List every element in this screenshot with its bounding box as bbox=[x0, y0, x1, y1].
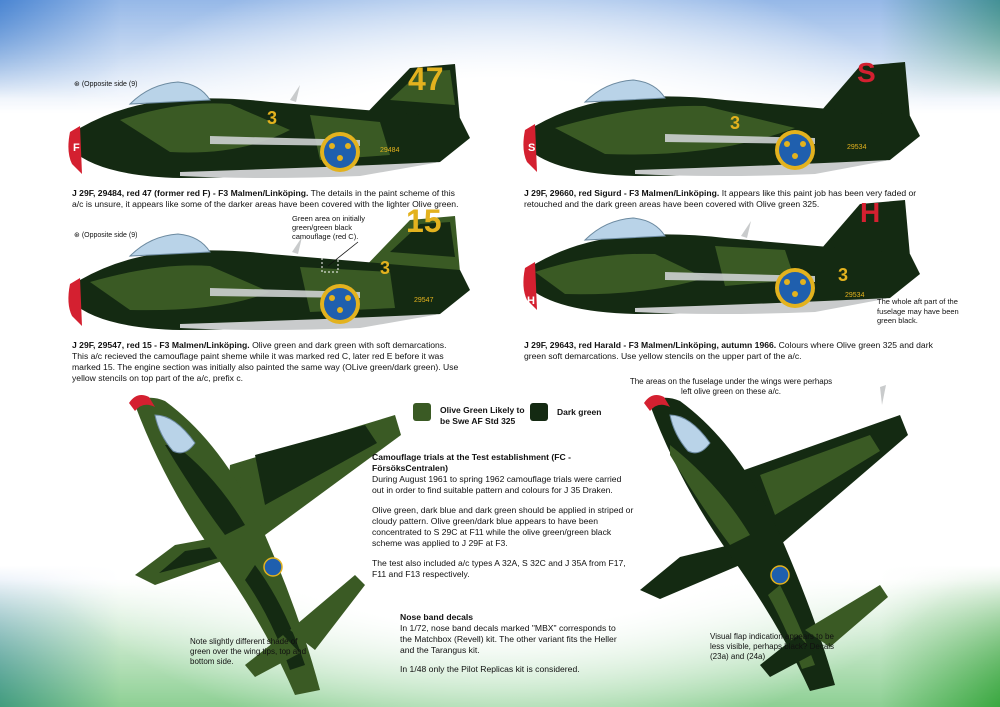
aircraft-2-profile bbox=[523, 62, 920, 176]
trials-paragraph-1: During August 1961 to spring 1962 camouf… bbox=[372, 474, 622, 495]
trials-heading: Camouflage trials at the Test establishm… bbox=[372, 452, 571, 473]
trials-section: Camouflage trials at the Test establishm… bbox=[372, 452, 634, 580]
nose-band-heading: Nose band decals bbox=[400, 612, 474, 622]
aircraft-1-caption: J 29F, 29484, red 47 (former red F) - F3… bbox=[72, 188, 459, 209]
aircraft-1-opposite-side: ⊛ (Opposite side (9) bbox=[74, 81, 138, 88]
aircraft-4-tail-code: H bbox=[860, 197, 881, 228]
aircraft-1-unit-number: 3 bbox=[267, 108, 278, 128]
aircraft-3-unit-number: 3 bbox=[380, 258, 391, 278]
trials-paragraph-3: The test also included a/c types A 32A, … bbox=[372, 558, 626, 579]
aircraft-3-tail-code: 15 bbox=[406, 203, 442, 239]
plan-view-top bbox=[129, 395, 401, 695]
aircraft-1-profile bbox=[68, 64, 470, 178]
trials-paragraph-2: Olive green, dark blue and dark green sh… bbox=[372, 505, 634, 548]
aircraft-1-serial: 29484 bbox=[380, 147, 400, 154]
aircraft-4-serial: 29534 bbox=[845, 292, 865, 299]
aircraft-2-unit-number: 3 bbox=[730, 113, 741, 133]
dark-green-swatch bbox=[530, 403, 548, 421]
aircraft-1-nose-letter: F bbox=[73, 142, 80, 154]
aircraft-3-caption: J 29F, 29547, red 15 - F3 Malmen/Linköpi… bbox=[72, 340, 459, 383]
aircraft-2-nose-letter: S bbox=[528, 142, 536, 154]
aircraft-3-profile bbox=[68, 216, 470, 330]
left-plan-note: Note slightly different shade of green o… bbox=[190, 637, 307, 666]
aircraft-3-callout-line bbox=[327, 241, 359, 267]
aircraft-4-profile bbox=[523, 200, 920, 314]
aircraft-2-tail-code: S bbox=[857, 57, 876, 88]
aircraft-3-serial: 29547 bbox=[414, 297, 434, 304]
nose-band-paragraph-2: In 1/48 only the Pilot Replicas kit is c… bbox=[400, 664, 580, 674]
decal-ref-icon: ⊛ bbox=[74, 232, 82, 239]
aircraft-3-callout: Green area on initially green/green blac… bbox=[292, 214, 365, 241]
aircraft-4-unit-number: 3 bbox=[838, 265, 849, 285]
dark-green-label: Dark green bbox=[557, 407, 602, 417]
aircraft-4-caption: J 29F, 29643, red Harald - F3 Malmen/Lin… bbox=[524, 340, 933, 361]
decal-ref-icon: ⊛ bbox=[74, 81, 82, 88]
aircraft-4-nose-letter: H bbox=[527, 295, 535, 307]
aircraft-2-serial: 29534 bbox=[847, 144, 867, 151]
nose-band-section: Nose band decals In 1/72, nose band deca… bbox=[400, 612, 622, 675]
aircraft-4-callout: The whole aft part of the fuselage may h… bbox=[877, 297, 959, 325]
right-plan-note-bottom: Visual flap indication appears to be les… bbox=[710, 632, 835, 661]
aircraft-2-caption: J 29F, 29660, red Sigurd - F3 Malmen/Lin… bbox=[524, 188, 917, 209]
aircraft-1-tail-code: 47 bbox=[408, 61, 444, 97]
plan-view-bottom bbox=[640, 385, 908, 691]
right-plan-note-top: The areas on the fuselage under the wing… bbox=[629, 377, 833, 396]
nose-band-paragraph-1: In 1/72, nose band decals marked "MBX" c… bbox=[400, 623, 617, 655]
aircraft-3-opposite-side: ⊛ (Opposite side (9) bbox=[74, 232, 138, 239]
olive-green-label: Olive Green Likely to be Swe AF Std 325 bbox=[440, 405, 525, 426]
olive-green-swatch bbox=[413, 403, 431, 421]
